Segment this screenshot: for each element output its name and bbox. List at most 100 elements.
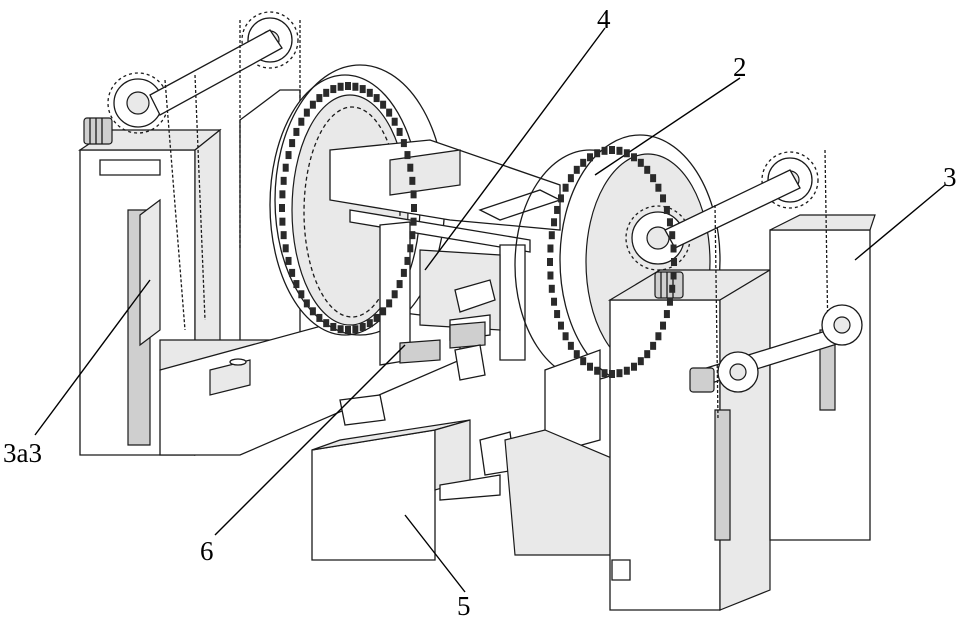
left-gear-tooth <box>298 290 304 298</box>
left-gear-tooth <box>338 83 344 91</box>
right-gear-tooth <box>644 166 650 174</box>
left-gear-tooth <box>374 314 380 322</box>
right-gear-tooth <box>631 363 637 371</box>
right-gear-tooth <box>602 369 608 377</box>
right-gear-tooth <box>549 285 555 293</box>
right-gear-tooth <box>554 310 560 318</box>
right-gear-tooth <box>655 184 661 192</box>
right-gear-tooth <box>671 244 677 252</box>
left-gear-tooth <box>404 257 410 265</box>
right-gear-tooth <box>664 206 670 214</box>
clamp-left <box>340 395 385 425</box>
right-gear-tooth <box>574 350 580 358</box>
clamp-upper-right <box>455 345 485 380</box>
left-gear-tooth <box>304 299 310 307</box>
right-gear-tooth <box>667 298 673 306</box>
left-gear-tooth <box>279 218 285 226</box>
left-gear-tooth <box>293 128 299 136</box>
left-gear-tooth <box>310 307 316 315</box>
right-small-gear <box>718 352 758 392</box>
right-gear-tooth <box>650 174 656 182</box>
right-gear-tooth <box>580 357 586 365</box>
right-gear-tooth <box>594 149 600 157</box>
right-gear-tooth <box>568 342 574 350</box>
left-gear-tooth <box>380 101 386 109</box>
right-gear-tooth <box>650 342 656 350</box>
right-gear-tooth <box>609 146 615 154</box>
right-gear-tooth <box>624 367 630 375</box>
left-gear-tooth <box>345 82 351 90</box>
left-gear-tooth <box>404 151 410 159</box>
right-gear-tooth <box>547 258 553 266</box>
brush-pad-right <box>450 322 485 348</box>
right-gear-tooth <box>655 332 661 340</box>
right-gear-tooth <box>551 298 557 306</box>
right-gear-tooth <box>667 218 673 226</box>
left-gear-tooth <box>283 164 289 172</box>
right-gear-tooth <box>644 350 650 358</box>
left-gear-tooth <box>330 85 336 93</box>
left-gear-tooth <box>407 164 413 172</box>
left-gear-tooth <box>397 280 403 288</box>
right-gear-tooth <box>587 153 593 161</box>
left-gear-tooth <box>374 94 380 102</box>
right-gear-tooth <box>558 194 564 202</box>
right-gear-tooth <box>547 244 553 252</box>
left-gear-tooth <box>401 139 407 147</box>
right-gear-tooth <box>660 194 666 202</box>
left-gear-tooth <box>293 280 299 288</box>
right-gear-tooth <box>558 322 564 330</box>
left-gear-tooth <box>323 89 329 97</box>
left-gear-tooth <box>409 231 415 239</box>
right-gear-tooth <box>587 363 593 371</box>
front-base-block <box>312 420 500 560</box>
left-gear-tooth <box>345 326 351 334</box>
left-gear-tooth <box>360 323 366 331</box>
right-gear-tooth <box>609 370 615 378</box>
label-3: 3 <box>943 162 957 192</box>
right-gear-tooth <box>638 159 644 167</box>
left-gear-tooth <box>380 307 386 315</box>
right-gear-tooth <box>563 332 569 340</box>
left-gear-tooth <box>392 290 398 298</box>
left-gear-tooth <box>411 204 417 212</box>
left-gear-tooth <box>283 244 289 252</box>
left-gear-tooth <box>316 314 322 322</box>
right-gear-tooth <box>660 322 666 330</box>
left-gear-tooth <box>397 128 403 136</box>
left-gear-tooth <box>386 299 392 307</box>
left-gear-tooth <box>286 257 292 265</box>
right-gear-tooth <box>616 147 622 155</box>
label-4: 4 <box>597 4 611 34</box>
left-gear-tooth <box>352 325 358 333</box>
label-2: 2 <box>733 52 747 82</box>
left-gear-tooth <box>310 101 316 109</box>
left-gear-tooth <box>323 319 329 327</box>
left-gear-tooth <box>298 118 304 126</box>
left-gear-tooth <box>409 177 415 185</box>
right-gear-tooth <box>638 357 644 365</box>
left-gear-tooth <box>392 118 398 126</box>
left-gear-tooth <box>279 190 285 198</box>
left-motor-icon <box>84 118 112 144</box>
left-gear-tooth <box>279 204 285 212</box>
right-gear-tooth <box>551 218 557 226</box>
left-gear-tooth <box>289 269 295 277</box>
right-gear-tooth <box>631 153 637 161</box>
left-gear-tooth <box>360 85 366 93</box>
left-gear-tooth <box>386 109 392 117</box>
right-gear-tooth <box>568 174 574 182</box>
left-gear-tooth <box>367 319 373 327</box>
left-gear-tooth <box>367 89 373 97</box>
left-gear-tooth <box>281 231 287 239</box>
right-gear-tooth <box>594 367 600 375</box>
brush-pad-left <box>400 340 440 363</box>
left-gear-tooth <box>338 325 344 333</box>
right-gear-tooth <box>549 231 555 239</box>
right-gear-tooth <box>669 285 675 293</box>
left-gear-tooth <box>401 269 407 277</box>
left-gear-tooth <box>411 190 417 198</box>
right-motor-icon <box>655 272 683 298</box>
right-gear-tooth <box>547 272 553 280</box>
